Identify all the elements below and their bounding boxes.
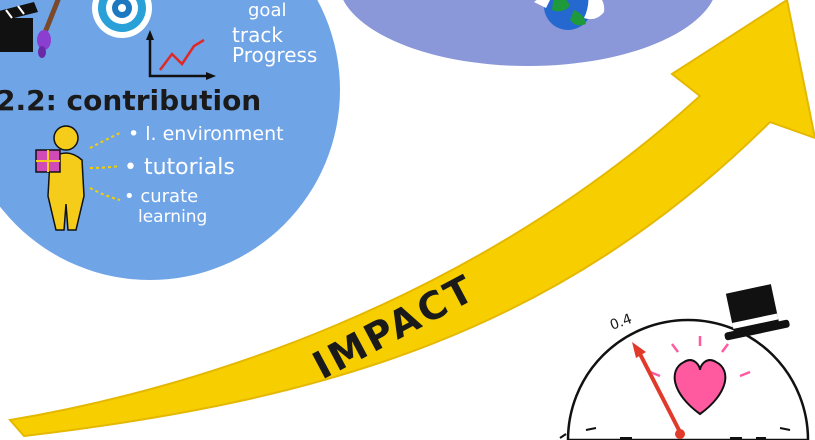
progress-chart-icon — [146, 30, 216, 80]
paintbrush-icon — [37, 0, 61, 58]
gauge-value-label: 0.4 — [608, 311, 634, 334]
contribution-item-environment: • l. environment — [128, 123, 284, 145]
hands-icon — [534, 0, 605, 20]
gauge-base-marks — [559, 433, 766, 439]
earth-icon — [544, 0, 592, 30]
heart-icon — [673, 359, 727, 416]
world-circle — [343, 0, 713, 66]
heart-rays — [649, 336, 751, 378]
clapperboard-icon — [0, 2, 38, 52]
top-hat-icon — [724, 284, 790, 341]
dotted-arrows — [89, 131, 123, 201]
contribution-circle: goal track Progress 2.2: contribution • … — [0, 0, 340, 280]
gauge-ticks — [585, 427, 791, 431]
progress-label: Progress — [232, 43, 317, 67]
target-icon — [92, 0, 152, 38]
contribution-item-learning: learning — [138, 207, 207, 227]
contribution-item-curate: • curate — [124, 186, 198, 207]
happiness-gauge: 0.4 — [559, 284, 810, 440]
person-gift-icon — [35, 125, 85, 231]
gauge-needle — [632, 342, 685, 439]
contribution-heading: 2.2: contribution — [0, 84, 261, 117]
goal-label: goal — [248, 0, 286, 21]
track-label: track — [232, 23, 283, 47]
contribution-item-tutorials: • tutorials — [124, 155, 235, 180]
